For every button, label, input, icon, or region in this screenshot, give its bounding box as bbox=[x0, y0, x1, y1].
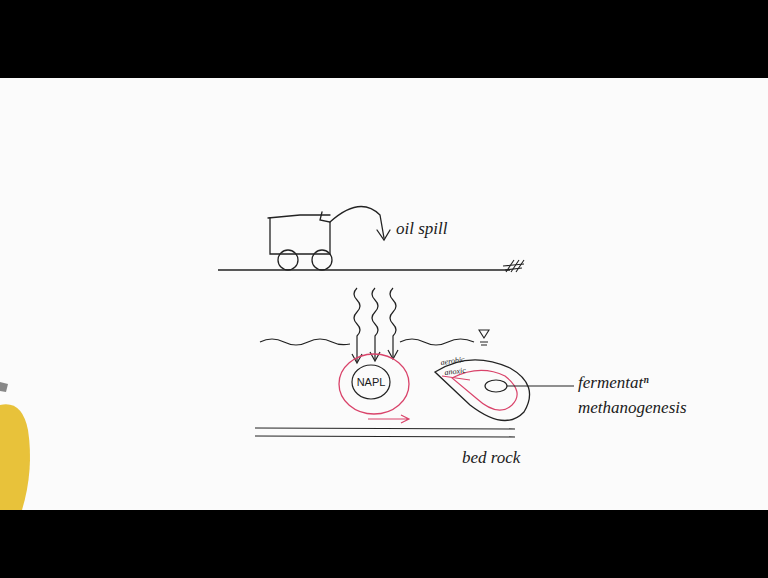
spill-label: oil spill bbox=[396, 219, 447, 239]
node-text: NAPL bbox=[357, 376, 386, 388]
bedrock-line bbox=[255, 428, 515, 437]
napl-halo bbox=[339, 354, 409, 414]
presenter-shoulder bbox=[0, 404, 30, 510]
flow-arrow bbox=[368, 415, 409, 423]
plume-outline bbox=[435, 360, 530, 421]
process-label: methanogenesis bbox=[578, 398, 687, 418]
ground-hatch bbox=[503, 260, 524, 272]
text-holder: NAPL bbox=[351, 364, 391, 400]
plume-zone bbox=[452, 370, 517, 410]
napl-circle: NAPL bbox=[351, 364, 391, 400]
process-label: fermentatⁿ bbox=[578, 373, 649, 393]
leader-line bbox=[507, 385, 574, 386]
truck bbox=[268, 206, 390, 270]
layer-label: bed rock bbox=[462, 448, 520, 468]
ground-surface bbox=[218, 269, 510, 270]
presenter-edge bbox=[0, 382, 8, 392]
water-table bbox=[260, 339, 474, 345]
infiltration-arrows bbox=[352, 288, 398, 363]
water-table-symbol bbox=[479, 330, 489, 345]
board bbox=[0, 78, 768, 510]
plume-core bbox=[485, 380, 507, 392]
